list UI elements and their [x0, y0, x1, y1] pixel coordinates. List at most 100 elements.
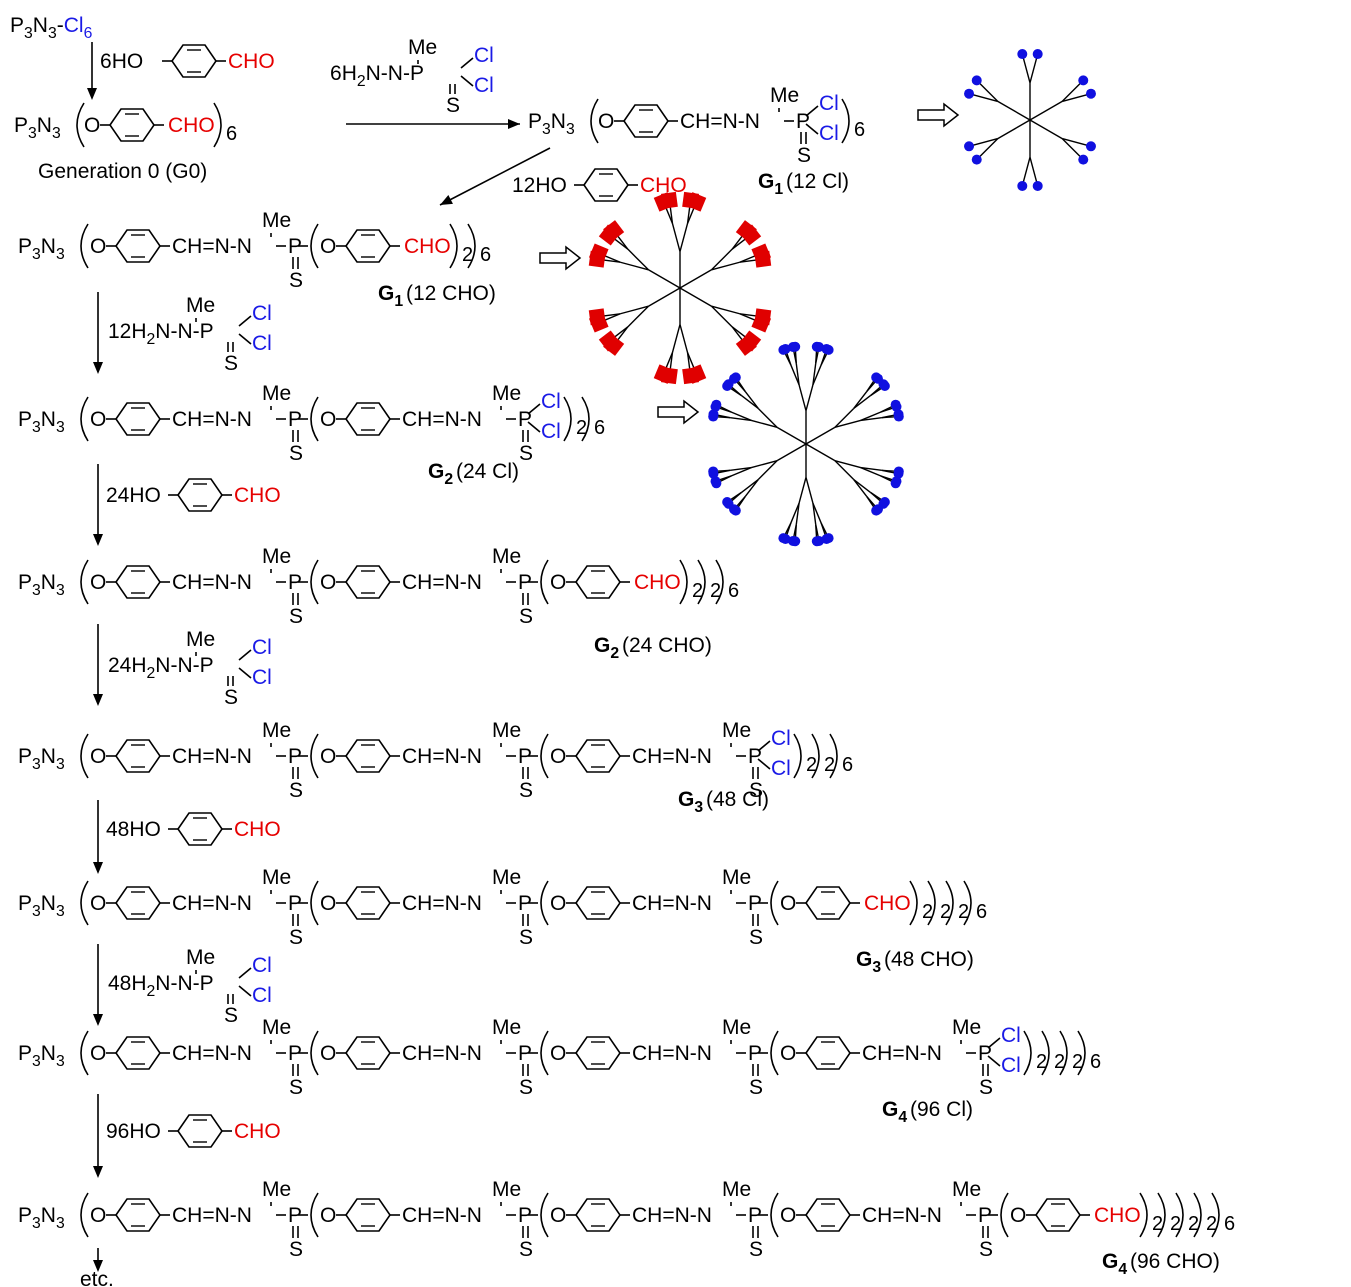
open-bracket: [80, 1030, 89, 1076]
aldehyde: CHO: [234, 818, 281, 841]
generation-count: (24 CHO): [622, 634, 712, 657]
open-bracket: [310, 1030, 319, 1076]
open-bracket: [310, 396, 319, 442]
benzene-ring: [115, 565, 161, 599]
reagent-label: 24H2N-N-P: [108, 654, 214, 682]
open-bracket: [310, 223, 319, 269]
generation-count: (96 Cl): [910, 1098, 973, 1121]
bond: [987, 1055, 1001, 1067]
close-bracket: [581, 396, 590, 442]
etc-label: etc.: [80, 1268, 114, 1287]
reagent-label: 6HO: [100, 50, 143, 73]
dendrimer-branch: [648, 269, 681, 289]
chlorine-terminal: [708, 466, 719, 477]
open-bracket: [310, 559, 319, 605]
dendrimer-branch: [834, 407, 855, 428]
multiplicity: 6: [842, 754, 853, 776]
chlorine-terminal: [893, 411, 904, 422]
multiplicity: 2: [576, 417, 587, 439]
dendrimer-branch: [812, 503, 817, 525]
chlorine-terminal: [964, 141, 975, 152]
multiplicity: 6: [854, 119, 865, 141]
generation-label: G2: [594, 634, 619, 662]
multiplicity: 6: [1224, 1213, 1235, 1235]
generation-label: G2: [428, 460, 453, 488]
chlorine-terminal: [871, 505, 882, 516]
aldehyde-terminal: [751, 312, 772, 333]
open-bracket: [540, 559, 549, 605]
open-bracket: [540, 1030, 549, 1076]
dendrimer-branch: [711, 261, 740, 271]
arrow-head: [93, 362, 103, 374]
multiplicity: 2: [1188, 1213, 1199, 1235]
chlorine-terminal: [893, 468, 904, 479]
arrow-shaft: [439, 147, 551, 206]
benzene-ring: [575, 565, 621, 599]
aldehyde-terminal: [686, 192, 707, 212]
reagent-label: 6H2N-N-P: [330, 62, 424, 90]
multiplicity: 6: [728, 580, 739, 602]
dendrimer-branch: [711, 305, 733, 328]
bond: [527, 403, 541, 415]
hydrazone-link: CH=N-N: [172, 1042, 252, 1065]
oxygen: O: [90, 235, 106, 258]
dendrimer-branch: [790, 364, 800, 386]
close-bracket: [697, 559, 706, 605]
dendrimer-branch: [997, 119, 1031, 140]
chlorine-terminal: [891, 401, 902, 412]
multiplicity: 2: [462, 244, 473, 266]
methyl: Me: [952, 1016, 981, 1039]
generation-count: (48 CHO): [884, 948, 974, 971]
open-bracket: [540, 733, 549, 779]
dendrimer-branch: [1029, 119, 1063, 140]
arrow-head: [93, 1166, 103, 1178]
reaction-arrow: [93, 1248, 103, 1272]
phosphorus: P: [748, 1042, 762, 1065]
chlorine-terminal: [1085, 141, 1096, 152]
generation-label: G3: [856, 948, 881, 976]
chlorine-terminal: [780, 344, 791, 355]
dendrimer-branch: [1029, 100, 1063, 121]
close-bracket: [1157, 1192, 1166, 1238]
hydrazone-link: CH=N-N: [862, 1204, 942, 1227]
open-bracket: [80, 559, 89, 605]
arrow-head: [93, 1014, 103, 1026]
multiplicity: 6: [226, 123, 237, 145]
close-bracket: [1023, 1030, 1032, 1076]
arrow-head: [93, 862, 103, 874]
benzene-ring: [345, 565, 391, 599]
aldehyde: CHO: [234, 484, 281, 507]
chlorine: Cl: [771, 727, 791, 750]
phosphorus: P: [518, 1204, 532, 1227]
benzene-ring: [115, 1198, 161, 1232]
chlorine: Cl: [252, 666, 272, 689]
bond: [757, 758, 771, 770]
reagent-label: 12HO: [512, 174, 567, 197]
dendrimer-branch: [812, 502, 822, 524]
multiplicity: 2: [806, 754, 817, 776]
aldehyde: CHO: [1094, 1204, 1141, 1227]
dendrimer-branch: [740, 478, 759, 494]
benzene-ring: [177, 1114, 223, 1148]
phosphorus: P: [748, 1204, 762, 1227]
open-arrow-icon: [539, 245, 582, 271]
hydrazone-link: CH=N-N: [632, 1042, 712, 1065]
chlorine-terminal: [811, 536, 822, 547]
close-bracket: [841, 98, 850, 144]
dendrimer-branch: [757, 407, 778, 428]
aldehyde-terminal: [598, 330, 620, 352]
sulfur: S: [519, 1076, 533, 1099]
oxygen: O: [550, 745, 566, 768]
open-arrow-shape: [539, 245, 582, 271]
hydrazone-link: CH=N-N: [402, 892, 482, 915]
arrow-head: [93, 694, 103, 706]
dendrimer-branch: [798, 477, 807, 504]
close-bracket: [1193, 1192, 1202, 1238]
benzene-ring: [345, 739, 391, 773]
oxygen: O: [550, 1042, 566, 1065]
chlorine-terminal: [730, 372, 741, 383]
dendrimer-branch: [671, 324, 681, 353]
